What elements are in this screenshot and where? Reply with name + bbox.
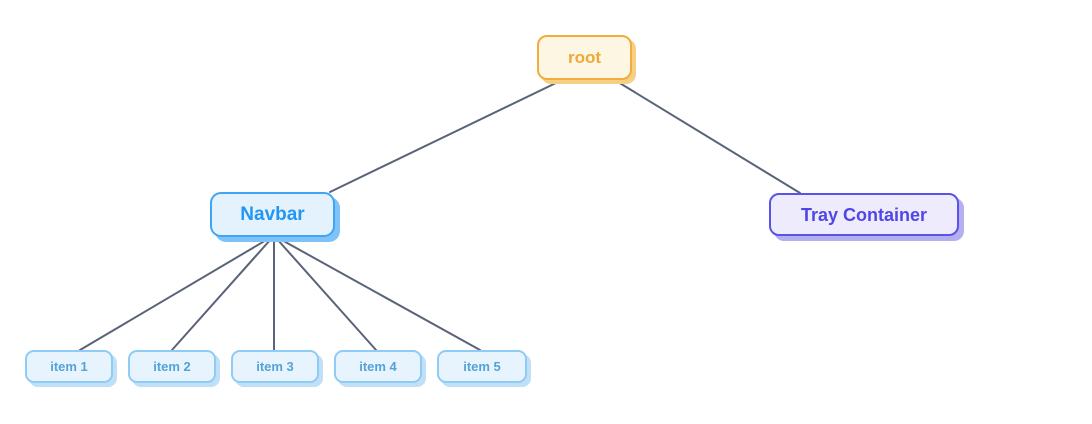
edge-navbar-to-item2: [171, 238, 272, 351]
node-tray[interactable]: Tray Container: [769, 193, 959, 236]
node-item1[interactable]: item 1: [25, 350, 113, 383]
node-item5-label: item 5: [463, 359, 501, 374]
node-root[interactable]: root: [537, 35, 632, 80]
edge-navbar-to-item5: [279, 238, 481, 351]
edge-root-to-navbar: [329, 81, 559, 193]
edge-root-to-tray: [617, 81, 801, 194]
node-navbar-label: Navbar: [240, 204, 305, 225]
edge-navbar-to-item4: [276, 238, 377, 351]
node-item3[interactable]: item 3: [231, 350, 319, 383]
node-item2-label: item 2: [153, 359, 191, 374]
node-item4[interactable]: item 4: [334, 350, 422, 383]
node-item1-label: item 1: [50, 359, 88, 374]
node-root-label: root: [567, 48, 602, 67]
node-item5[interactable]: item 5: [437, 350, 527, 383]
node-item3-label: item 3: [256, 359, 294, 374]
node-tray-label: Tray Container: [800, 204, 928, 225]
edge-navbar-to-item1: [79, 238, 269, 351]
node-item4-label: item 4: [359, 359, 397, 374]
node-navbar[interactable]: Navbar: [210, 192, 335, 237]
node-item2[interactable]: item 2: [128, 350, 216, 383]
